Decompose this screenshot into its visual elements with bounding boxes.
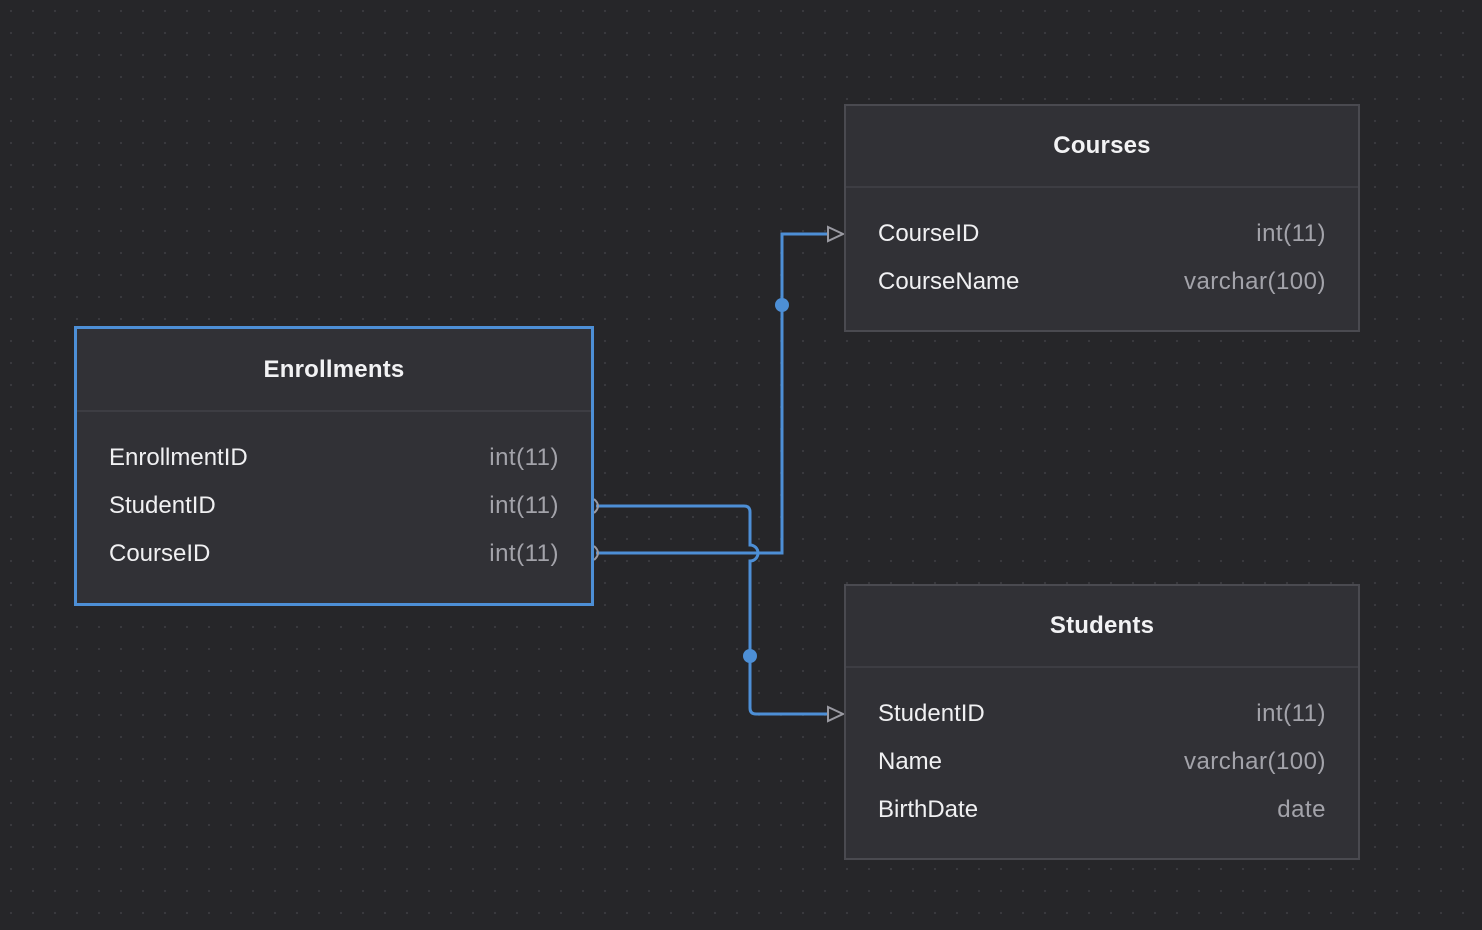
relationship-enrollments-students[interactable] xyxy=(593,498,846,723)
field-type: varchar(100) xyxy=(1183,748,1326,775)
connector-midpoint-handle[interactable] xyxy=(775,298,789,312)
field-row-studentid[interactable]: StudentID int(11) xyxy=(878,690,1326,738)
field-type: int(11) xyxy=(1256,700,1326,727)
table-enrollments[interactable]: Enrollments EnrollmentID int(11) Student… xyxy=(74,326,594,606)
field-list: CourseID int(11) CourseName varchar(100) xyxy=(846,188,1358,306)
field-row-courseid[interactable]: CourseID int(11) xyxy=(109,530,559,578)
table-courses[interactable]: Courses CourseID int(11) CourseName varc… xyxy=(844,104,1360,332)
field-type: int(11) xyxy=(489,492,559,519)
field-row-name[interactable]: Name varchar(100) xyxy=(878,738,1326,786)
relationship-enrollments-courses[interactable] xyxy=(593,225,846,561)
field-type: int(11) xyxy=(489,540,559,567)
field-row-enrollmentid[interactable]: EnrollmentID int(11) xyxy=(109,434,559,482)
table-header[interactable]: Courses xyxy=(846,106,1358,188)
field-type: date xyxy=(1277,796,1326,823)
many-end-icon xyxy=(593,545,599,561)
table-header[interactable]: Students xyxy=(846,586,1358,668)
field-name: CourseName xyxy=(878,268,1020,295)
table-students[interactable]: Students StudentID int(11) Name varchar(… xyxy=(844,584,1360,860)
table-header[interactable]: Enrollments xyxy=(77,329,591,412)
field-name: EnrollmentID xyxy=(109,444,248,471)
field-type: varchar(100) xyxy=(1183,268,1326,295)
connector-line[interactable] xyxy=(596,504,828,716)
table-title: Students xyxy=(1049,612,1155,639)
field-name: StudentID xyxy=(109,492,216,519)
field-type: int(11) xyxy=(1256,220,1326,247)
field-name: BirthDate xyxy=(878,796,979,823)
table-title: Enrollments xyxy=(263,355,405,383)
field-row-birthdate[interactable]: BirthDate date xyxy=(878,786,1326,834)
connector-midpoint-handle[interactable] xyxy=(743,649,757,663)
field-name: StudentID xyxy=(878,700,985,727)
field-name: CourseID xyxy=(878,220,980,247)
field-name: CourseID xyxy=(109,540,211,567)
table-title: Courses xyxy=(1053,132,1151,159)
one-end-arrow-icon xyxy=(827,225,846,243)
field-row-coursename[interactable]: CourseName varchar(100) xyxy=(878,258,1326,306)
field-list: EnrollmentID int(11) StudentID int(11) C… xyxy=(77,412,591,578)
field-type: int(11) xyxy=(489,444,559,471)
many-end-icon xyxy=(593,498,599,514)
one-end-arrow-icon xyxy=(827,705,846,723)
field-name: Name xyxy=(878,748,943,775)
connector-line[interactable] xyxy=(596,232,828,555)
field-row-studentid[interactable]: StudentID int(11) xyxy=(109,482,559,530)
field-row-courseid[interactable]: CourseID int(11) xyxy=(878,210,1326,258)
field-list: StudentID int(11) Name varchar(100) Birt… xyxy=(846,668,1358,834)
